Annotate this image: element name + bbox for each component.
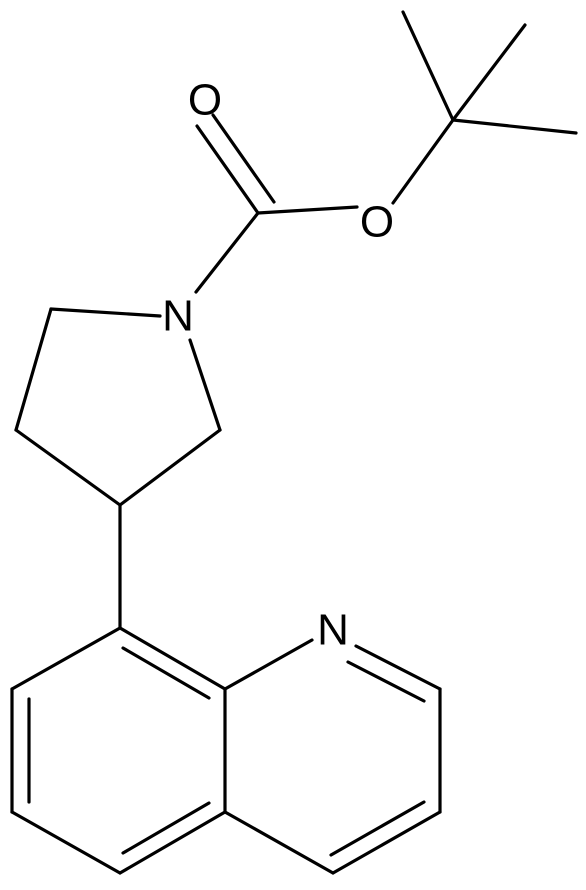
bond-tbu-methyl-right [451,118,578,135]
bond-n1-c2-a [354,644,442,691]
bond-n-ch2-left [49,307,162,318]
bond-c8-c8a-a [118,626,227,691]
bond-ch2-n [188,338,222,432]
bond-ch2-ch [14,428,122,507]
bond-oxygen-carbonyl-carbon [256,205,359,215]
bond-carbonyl-nitrogen [194,211,260,294]
bond-c3-c4-b [329,800,426,857]
atom-label-quinoline-nitrogen: N [317,606,349,655]
bond-carbonyl-double-a [195,124,260,215]
bond-c5-c4a-a [118,810,227,875]
bond-n1-c2-b [346,660,426,703]
atom-label-ester-oxygen: O [360,198,394,247]
bond-c4-c4a [223,810,335,875]
bond-c8a-n1 [223,638,314,691]
bond-c3-c4-a [331,810,442,875]
bond-c5-c4a-b [121,801,211,855]
bond-ch-ch2-right [118,428,222,507]
bond-tbu-methyl-upright [451,23,527,122]
atom-label-pyrrolidine-nitrogen: N [162,292,194,341]
bond-tbu-methyl-up [401,10,455,122]
bond-c8-c8a-b [121,646,211,700]
bond-c8-c7 [10,626,122,691]
bond-c6-c5 [10,810,122,875]
bond-ch2-ch2 [14,307,53,432]
atom-label-carbonyl-oxygen: O [188,76,222,125]
bond-tbu-oxygen [391,118,455,205]
bond-carbonyl-double-b [211,113,276,204]
